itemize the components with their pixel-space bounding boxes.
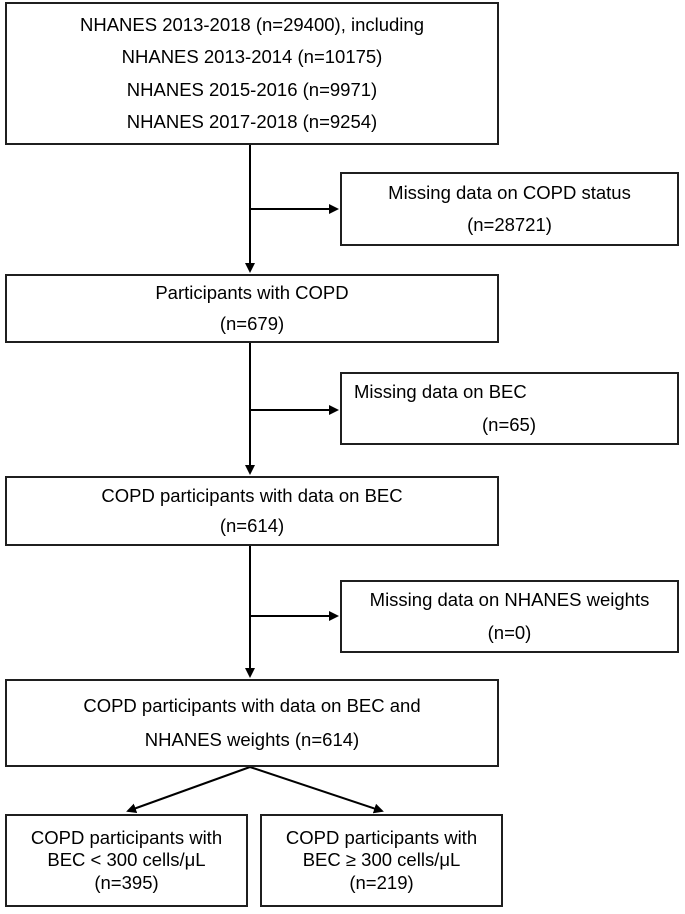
- box-label: COPD participants with data on BEC: [101, 484, 403, 506]
- source-line-2015-2016: NHANES 2015-2016 (n=9971): [126, 78, 378, 100]
- exclusion-label: Missing data on COPD status: [388, 181, 631, 203]
- source-population-box: NHANES 2013-2018 (n=29400), including NH…: [5, 2, 499, 145]
- source-line-2017-2018: NHANES 2017-2018 (n=9254): [126, 111, 378, 132]
- arrow-split-low: [126, 766, 251, 813]
- exclusion-label: Missing data on BEC: [354, 381, 527, 402]
- group-count: (n=219): [349, 871, 414, 893]
- group-label: COPD participants with: [285, 826, 478, 848]
- exclusion-count: (n=28721): [467, 214, 552, 235]
- group-threshold: BEC ≥ 300 cells/μL: [302, 849, 461, 871]
- group-count: (n=395): [94, 871, 159, 893]
- box-count: (n=679): [219, 312, 285, 334]
- exclusion-box-weights: Missing data on NHANES weights (n=0): [340, 580, 679, 653]
- exclusion-box-copd-status: Missing data on COPD status (n=28721): [340, 172, 679, 246]
- exclusion-label: Missing data on NHANES weights: [369, 589, 650, 610]
- source-line-2013-2014: NHANES 2013-2014 (n=10175): [121, 46, 383, 67]
- low-bec-group-box: COPD participants with BEC < 300 cells/μ…: [5, 814, 248, 907]
- copd-participants-box: Participants with COPD (n=679): [5, 274, 499, 343]
- bec-data-box: COPD participants with data on BEC (n=61…: [5, 476, 499, 546]
- high-bec-group-box: COPD participants with BEC ≥ 300 cells/μ…: [260, 814, 503, 907]
- exclusion-count: (n=0): [487, 621, 532, 643]
- group-label: COPD participants with: [30, 826, 223, 848]
- exclusion-box-bec: Missing data on BEC (n=65): [340, 372, 679, 445]
- box-label: COPD participants with data on BEC and: [83, 694, 421, 716]
- bec-and-weights-box: COPD participants with data on BEC and N…: [5, 679, 499, 767]
- source-line-total: NHANES 2013-2018 (n=29400), including: [79, 13, 424, 35]
- group-threshold: BEC < 300 cells/μL: [47, 849, 206, 871]
- box-label: Participants with COPD: [155, 282, 349, 303]
- exclusion-count: (n=65): [482, 413, 536, 435]
- arrow-split-high: [249, 766, 384, 814]
- box-count: (n=614): [219, 515, 285, 536]
- box-label-count: NHANES weights (n=614): [144, 729, 360, 750]
